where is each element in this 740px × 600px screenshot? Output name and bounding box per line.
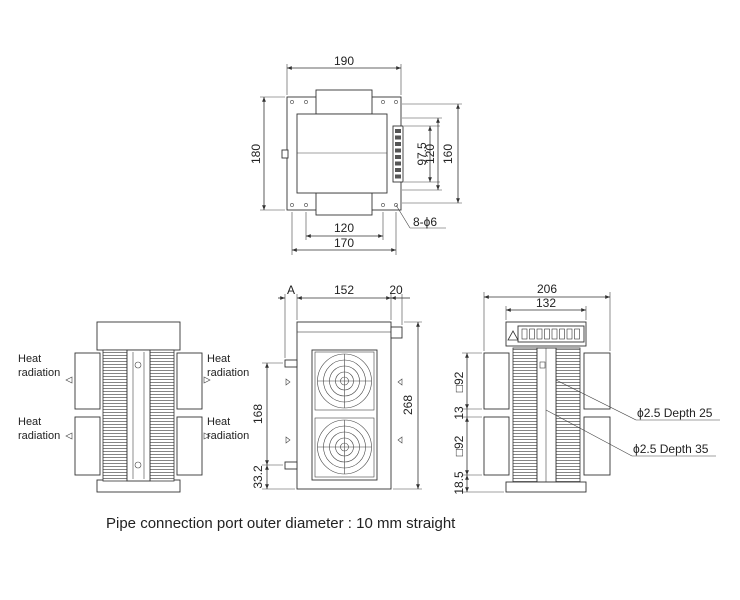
dim-92-top: □92 <box>452 371 466 392</box>
terminal-pin <box>395 148 401 153</box>
terminal-pin <box>395 168 401 172</box>
terminal-pin <box>395 155 401 159</box>
mounting-holes <box>290 100 398 207</box>
dim-120-horizontal: 120 <box>334 221 354 235</box>
terminal-pin <box>544 328 550 340</box>
fan-upper <box>314 351 375 411</box>
side-center-block <box>126 349 151 482</box>
dim-190: 190 <box>334 54 354 68</box>
hole-callout: 8-ϕ6 <box>413 215 437 229</box>
terminal-pin <box>574 328 580 340</box>
dim-152: 152 <box>334 283 354 297</box>
dim-18-5: 18.5 <box>452 471 466 495</box>
fan-lower <box>314 417 375 478</box>
front-connector <box>390 326 403 339</box>
side-fins-left <box>102 349 128 482</box>
top-terminal-block <box>392 125 404 183</box>
terminal-pin <box>536 328 543 340</box>
dim-97-5: 97.5 <box>415 142 429 166</box>
dim-132: 132 <box>536 296 556 310</box>
warning-icon <box>507 330 519 341</box>
note-depth-25: ϕ2.5 Depth 25 <box>637 406 713 420</box>
terminal-pin <box>529 328 535 340</box>
dim-180: 180 <box>249 144 263 164</box>
dim-170: 170 <box>334 236 354 250</box>
dim-268: 268 <box>401 395 415 415</box>
top-main-body <box>296 113 388 194</box>
pipe-port-upper <box>284 359 298 368</box>
top-fan-lower <box>315 192 373 216</box>
dim-160: 160 <box>441 144 455 164</box>
dim-33-2: 33.2 <box>251 465 265 489</box>
heat-label-left-lower-2: radiation <box>18 430 60 442</box>
top-fan-upper <box>315 89 373 115</box>
terminal-pin <box>395 142 401 146</box>
terminal-pin <box>566 328 573 340</box>
terminal-pin <box>551 328 558 340</box>
front-view: A 152 20 168 33.2 268 <box>251 283 422 490</box>
top-view: 190 180 97.5 120 160 120 170 8-ϕ6 <box>249 54 462 255</box>
right-view: 206 132 □92 13 □92 18.5 ϕ2.5 Depth 25 ϕ2… <box>452 282 720 495</box>
label-a: A <box>287 283 295 297</box>
top-pipe-port <box>281 149 289 159</box>
heat-label-right-upper: Heat <box>207 353 230 365</box>
heat-label-right-lower: Heat <box>207 416 230 428</box>
dim-168: 168 <box>251 404 265 424</box>
terminal-pin <box>395 129 401 133</box>
terminal-pin <box>395 135 401 140</box>
note-depth-35: ϕ2.5 Depth 35 <box>633 442 709 456</box>
side-fins-right <box>149 349 175 482</box>
heat-label-left-lower: Heat <box>18 416 41 428</box>
dim-13: 13 <box>452 406 466 420</box>
terminal-pin <box>395 161 401 166</box>
right-fins-right <box>555 347 581 483</box>
terminal-pin <box>521 328 528 340</box>
dim-120-vertical: 120 <box>423 144 437 164</box>
caption: Pipe connection port outer diameter : 10… <box>106 515 456 532</box>
terminal-pin <box>395 174 401 179</box>
dim-206: 206 <box>537 282 557 296</box>
heat-label-right-lower-2: radiation <box>207 430 249 442</box>
heat-label-left-upper: Heat <box>18 353 41 365</box>
dim-20: 20 <box>389 283 403 297</box>
heat-label-left-upper-2: radiation <box>18 367 60 379</box>
right-terminal-strip <box>517 325 585 343</box>
side-top-cap <box>96 321 181 351</box>
terminal-pin <box>559 328 565 340</box>
dim-92-bottom: □92 <box>452 435 466 456</box>
side-base <box>96 479 181 493</box>
side-view: Heat radiation Heat radiation Heat radia… <box>18 321 249 493</box>
pipe-port-lower <box>284 461 298 470</box>
heat-label-right-upper-2: radiation <box>207 367 249 379</box>
right-fins-left <box>512 347 538 483</box>
